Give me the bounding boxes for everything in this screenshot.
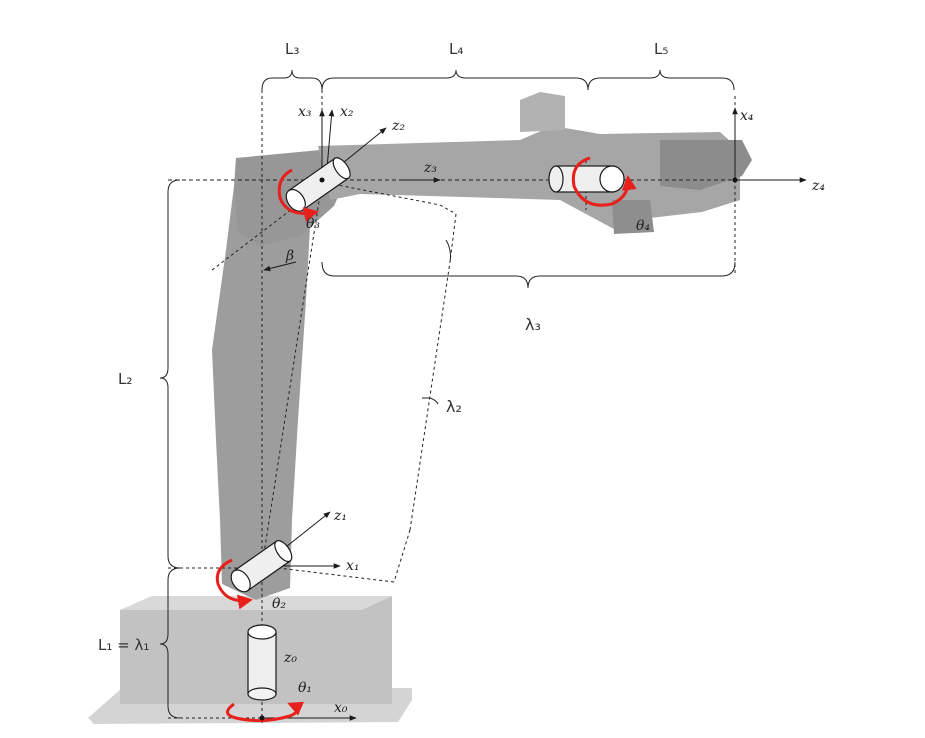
theta4-rotation-arrow [571, 156, 637, 207]
brace-L2 [159, 179, 181, 569]
axis-label-x4: x₄ [740, 108, 754, 124]
joint-4-cylinder [548, 165, 625, 193]
origin-dots [259, 177, 738, 721]
axis-label-z3: z₃ [423, 160, 437, 176]
label-L1-lambda1: L₁ = λ₁ [98, 636, 149, 654]
brace-lambda3 [321, 261, 736, 289]
axis-label-z0: z₀ [283, 650, 297, 666]
brace-lambda2 [445, 239, 451, 263]
brace-lambda2-tip [422, 397, 439, 405]
brace-L1 [159, 567, 181, 719]
label-L2: L₂ [118, 370, 132, 388]
label-lambda3: λ₃ [525, 315, 541, 334]
joints [230, 157, 625, 701]
base-block-top [120, 596, 392, 610]
joint-1-cylinder [247, 624, 277, 701]
label-lambda2: λ₂ [446, 397, 462, 416]
axis-label-x1: x₁ [346, 558, 360, 574]
gripper [660, 140, 752, 190]
rotation-arrows [215, 156, 637, 723]
dimension-braces [159, 69, 736, 719]
axis-label-z4: z₄ [811, 178, 825, 194]
angle-label-theta4: θ₄ [636, 218, 650, 234]
brace-L4 [321, 69, 589, 91]
angle-label-beta: β [285, 248, 294, 264]
text-labels: L₃ L₄ L₅ L₂ L₁ = λ₁ λ₂ λ₃ x₃ x₂ z₂ z₃ x₄… [98, 40, 825, 716]
wrist-top [520, 92, 565, 132]
brace-L5 [587, 69, 735, 91]
wrist-pendant [612, 200, 654, 234]
axis-label-x0: x₀ [334, 700, 348, 716]
label-L4: L₄ [449, 40, 463, 58]
theta2-rotation-arrow [215, 558, 253, 610]
angle-label-theta3: θ₃ [306, 216, 320, 232]
coordinate-axes [259, 107, 807, 721]
robot-silhouette [88, 92, 752, 724]
label-L5: L₅ [654, 40, 668, 58]
axis-label-z2: z₂ [391, 118, 405, 134]
axis-label-x2: x₂ [340, 104, 354, 120]
joint-3-cylinder [285, 157, 351, 212]
axis-label-x3: x₃ [298, 104, 312, 120]
joint-2-cylinder [230, 540, 293, 593]
theta1-rotation-arrow [226, 701, 304, 723]
label-L3: L₃ [285, 40, 299, 58]
brace-L3 [261, 69, 323, 91]
angle-label-theta1: θ₁ [298, 680, 312, 696]
theta3-rotation-arrow [277, 168, 319, 222]
axis-label-z1: z₁ [333, 508, 347, 524]
angle-label-theta2: θ₂ [272, 596, 286, 612]
